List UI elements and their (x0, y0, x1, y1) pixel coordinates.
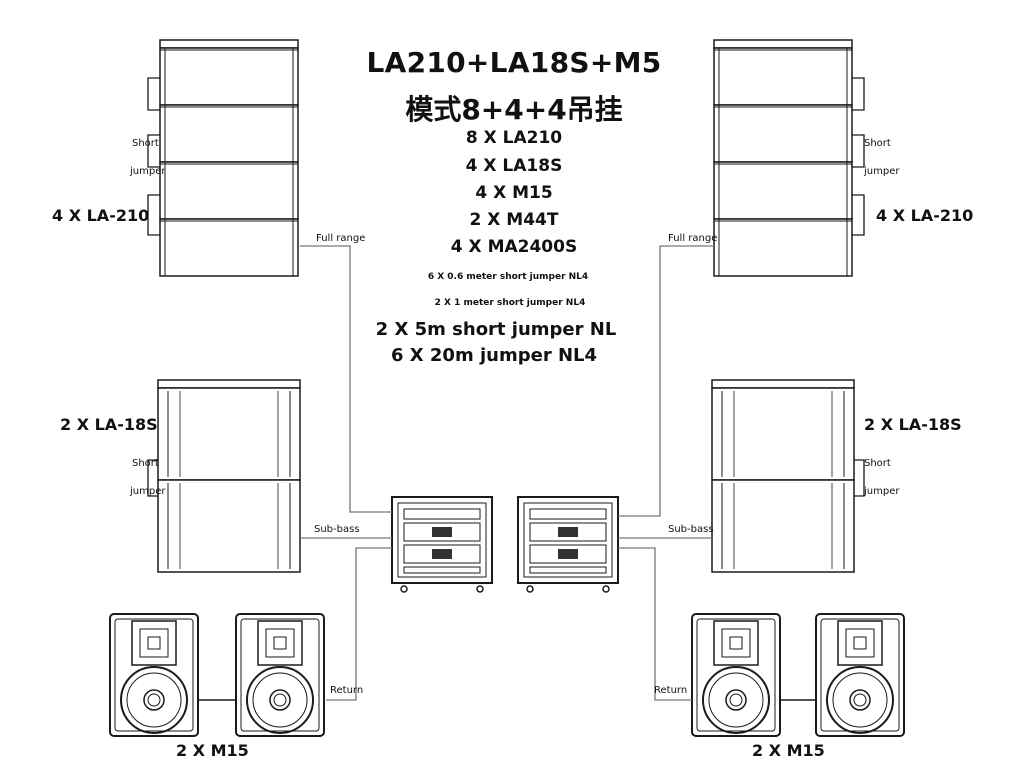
left-sub-bass-label: Sub-bass (314, 524, 360, 535)
left-la18s-array (147, 379, 301, 573)
left-la210-array (147, 39, 299, 277)
right-amp-rack (517, 496, 619, 593)
left-top-jumper-label: Short (132, 138, 159, 149)
cable-item: 2 X 5m short jumper NL (375, 319, 617, 340)
left-sub-jumper-label: Short (132, 458, 159, 469)
right-top-array-label: 4 X LA-210 (876, 206, 974, 225)
left-monitor-label: 2 X M15 (176, 741, 249, 760)
right-monitor-label: 2 X M15 (752, 741, 825, 760)
right-sub-jumper-label: Short (864, 458, 891, 469)
right-top-jumper-label: jumper (864, 166, 900, 177)
left-return-label: Return (330, 685, 364, 696)
right-sub-array-label: 2 X LA-18S (864, 415, 962, 434)
equipment-item: 2 X M44T (469, 210, 559, 230)
right-sub-jumper-label: jumper (864, 486, 900, 497)
right-sub-bass-label: Sub-bass (668, 524, 714, 535)
right-top-jumper-label: Short (864, 138, 891, 149)
left-sub-array-label: 2 X LA-18S (60, 415, 158, 434)
equipment-item: 8 X LA210 (465, 128, 563, 148)
left-full-range-label: Full range (316, 233, 366, 244)
cable-item: 2 X 1 meter short jumper NL4 (434, 298, 586, 308)
right-la210-array (713, 39, 865, 277)
left-amp-rack (391, 496, 493, 593)
left-sub-jumper-label: jumper (130, 486, 166, 497)
cables (300, 245, 714, 701)
cable-item: 6 X 20m jumper NL4 (390, 345, 598, 366)
right-m15-pair (691, 613, 905, 737)
cable-item: 6 X 0.6 meter short jumper NL4 (427, 272, 589, 282)
left-top-jumper-label: jumper (130, 166, 166, 177)
diagram-title: LA210+LA18S+M5 (366, 46, 662, 79)
left-m15-pair (109, 613, 325, 737)
equipment-item: 4 X MA2400S (450, 237, 578, 257)
equipment-item: 4 X M15 (475, 183, 553, 203)
right-la18s-array (711, 379, 865, 573)
right-full-range-label: Full range (668, 233, 718, 244)
left-top-array-label: 4 X LA-210 (52, 206, 150, 225)
equipment-item: 4 X LA18S (465, 156, 563, 176)
diagram-subtitle: 模式8+4+4吊挂 (405, 93, 623, 126)
right-return-label: Return (654, 685, 688, 696)
